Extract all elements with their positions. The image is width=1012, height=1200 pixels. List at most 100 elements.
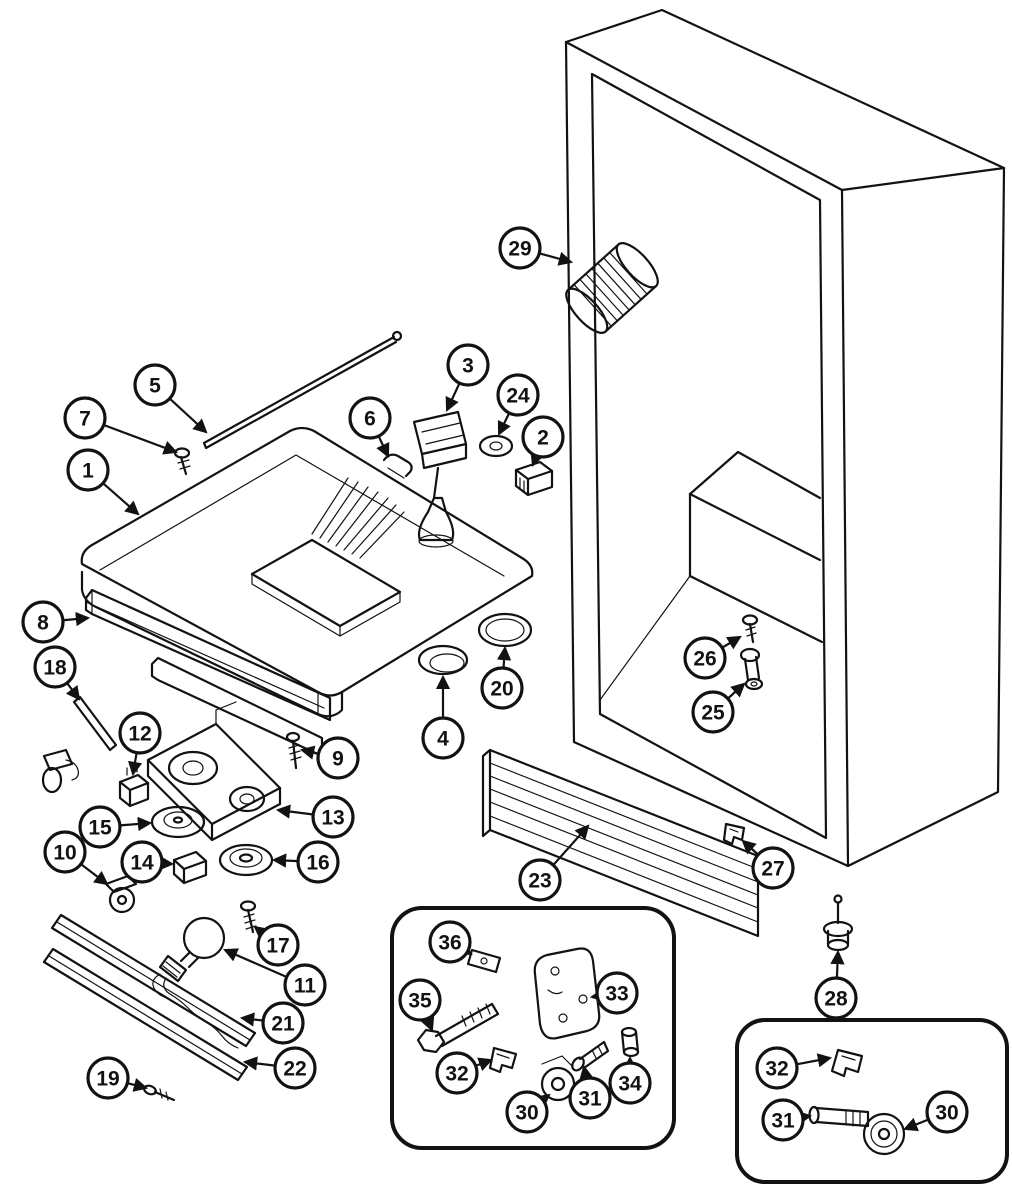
callout-20: 20 — [480, 645, 524, 710]
svg-text:18: 18 — [43, 657, 67, 680]
callout-4: 4 — [421, 674, 465, 760]
part-29-coil — [565, 242, 659, 334]
callout-16: 16 — [271, 840, 340, 884]
callout-31-front: 31 — [568, 1064, 612, 1120]
part-25-shoulder-screw — [739, 647, 764, 691]
svg-text:15: 15 — [88, 817, 112, 840]
callout-23: 23 — [518, 824, 590, 902]
callout-35: 35 — [398, 978, 442, 1032]
callout-30-rear: 30 — [903, 1090, 969, 1134]
part-33-bracket-plate — [533, 947, 601, 1040]
part-11-light-bulb — [152, 916, 226, 999]
part-22-rail — [42, 947, 249, 1082]
svg-text:9: 9 — [332, 748, 344, 771]
svg-text:29: 29 — [508, 238, 531, 261]
cabinet-shell — [564, 8, 1006, 868]
svg-text:20: 20 — [490, 678, 513, 701]
svg-text:3: 3 — [462, 355, 474, 378]
svg-text:30: 30 — [515, 1102, 538, 1125]
svg-text:12: 12 — [128, 723, 151, 746]
svg-text:14: 14 — [130, 852, 154, 875]
callout-25: 25 — [691, 682, 746, 734]
svg-text:7: 7 — [79, 408, 91, 431]
part-9-screw — [285, 731, 302, 770]
callout-34: 34 — [608, 1055, 652, 1105]
callout-28: 28 — [814, 949, 858, 1020]
part-7-screw — [173, 447, 191, 476]
svg-text:25: 25 — [701, 702, 725, 725]
callout-22: 22 — [242, 1046, 317, 1090]
callout-3: 3 — [445, 343, 490, 412]
svg-text:4: 4 — [437, 728, 449, 751]
callout-13: 13 — [275, 795, 355, 839]
svg-text:24: 24 — [506, 385, 530, 408]
callout-8: 8 — [21, 600, 91, 644]
svg-text:23: 23 — [528, 870, 551, 893]
svg-text:2: 2 — [537, 427, 549, 450]
part-32-clip-front — [488, 1046, 518, 1074]
svg-text:26: 26 — [693, 648, 716, 671]
svg-text:28: 28 — [824, 988, 848, 1011]
svg-text:16: 16 — [306, 852, 329, 875]
callout-layer: 1234567891011121314151617181920212223242… — [21, 226, 969, 1142]
part-21-rail — [50, 913, 257, 1048]
part-31-axle-front — [571, 1040, 610, 1072]
svg-text:8: 8 — [37, 612, 49, 635]
svg-text:6: 6 — [364, 408, 376, 431]
callout-29: 29 — [498, 226, 574, 270]
callout-24: 24 — [496, 373, 540, 436]
svg-text:34: 34 — [618, 1073, 642, 1096]
svg-text:31: 31 — [771, 1110, 795, 1133]
part-23-toe-grille — [481, 748, 760, 938]
svg-text:19: 19 — [96, 1068, 119, 1091]
part-4-ring — [417, 644, 469, 676]
part-5-rod — [202, 330, 403, 450]
callout-32-front: 32 — [435, 1051, 494, 1095]
part-19-screw — [143, 1084, 176, 1102]
callout-11: 11 — [223, 948, 327, 1007]
part-32-clip-rear — [830, 1048, 864, 1078]
wire-harness — [163, 977, 239, 1049]
svg-text:30: 30 — [935, 1102, 958, 1125]
svg-text:22: 22 — [283, 1058, 306, 1081]
part-28-grommet — [822, 894, 854, 952]
callout-7: 7 — [63, 396, 179, 455]
callout-30-front: 30 — [505, 1090, 551, 1134]
part-15-dial — [150, 805, 206, 839]
callout-26: 26 — [683, 635, 742, 680]
part-20-disk — [477, 612, 533, 648]
part-6-fitting — [382, 453, 413, 479]
part-1-top-cover — [80, 426, 534, 718]
callout-31-rear: 31 — [761, 1098, 813, 1142]
part-27-clip — [722, 822, 746, 846]
callout-2: 2 — [521, 415, 565, 468]
callout-1: 1 — [66, 448, 140, 516]
part-34-pin — [620, 1026, 640, 1058]
callout-14: 14 — [120, 840, 175, 884]
inset-box-rear-rollers — [735, 1018, 1009, 1184]
svg-text:1: 1 — [82, 460, 94, 483]
svg-text:32: 32 — [445, 1063, 468, 1086]
part-16-pulley — [218, 843, 274, 877]
part-10-roller — [104, 874, 138, 914]
svg-text:31: 31 — [578, 1088, 602, 1111]
callout-36: 36 — [428, 920, 473, 964]
svg-text:32: 32 — [765, 1058, 788, 1081]
part-36-plate — [466, 948, 502, 974]
callout-19: 19 — [86, 1056, 149, 1100]
svg-text:17: 17 — [266, 935, 289, 958]
part-13-control-housing — [146, 701, 282, 842]
callout-32-rear: 32 — [755, 1046, 833, 1090]
part-24-washer — [478, 434, 514, 458]
svg-text:27: 27 — [761, 858, 784, 881]
part-3-valve — [412, 410, 468, 548]
svg-text:10: 10 — [53, 842, 76, 865]
callout-18: 18 — [33, 645, 81, 701]
callout-10: 10 — [43, 830, 109, 886]
svg-text:11: 11 — [294, 975, 317, 998]
callout-27: 27 — [741, 839, 795, 890]
callout-12: 12 — [118, 711, 162, 777]
callout-33: 33 — [589, 971, 639, 1015]
